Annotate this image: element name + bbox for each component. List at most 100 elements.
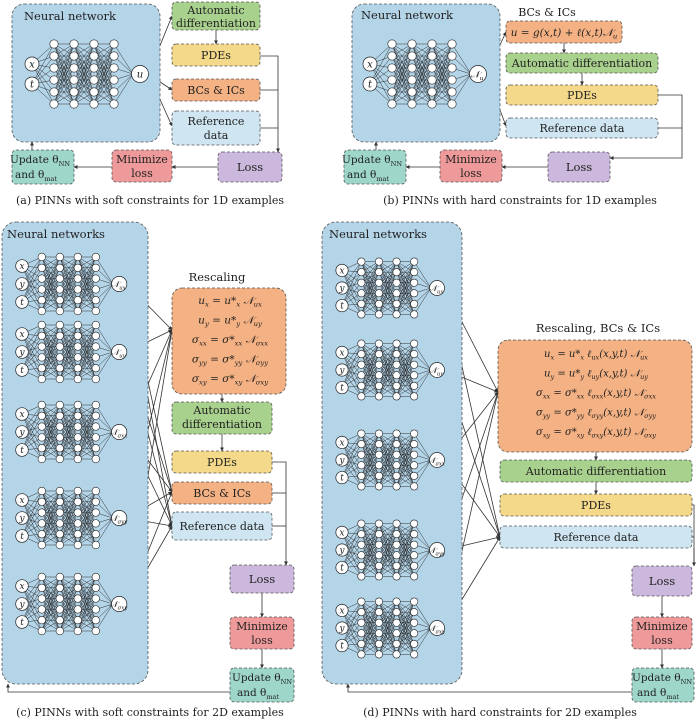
hidden-neuron xyxy=(357,310,366,319)
input-neuron xyxy=(335,299,349,313)
input-label-t: t xyxy=(340,642,344,652)
hidden-neuron xyxy=(357,257,366,266)
hidden-neuron xyxy=(109,99,119,109)
hidden-neuron xyxy=(73,364,82,373)
hidden-neuron xyxy=(91,342,100,351)
hidden-neuron xyxy=(427,87,437,97)
hidden-neuron xyxy=(410,440,419,449)
hidden-neuron xyxy=(37,296,46,305)
hidden-neuron xyxy=(357,289,366,298)
output-neuron xyxy=(111,595,128,612)
pdes-label-c: PDEs xyxy=(207,456,237,469)
caption-d: (d) PINNs with hard constraints for 2D e… xyxy=(363,706,637,719)
hidden-neuron xyxy=(91,411,100,420)
autodiff-label-b: Automatic differentiation xyxy=(511,57,653,70)
hidden-neuron xyxy=(392,392,401,401)
input-label-x: x xyxy=(19,262,24,272)
hidden-neuron xyxy=(37,285,46,294)
hidden-neuron xyxy=(357,461,366,470)
hidden-neuron xyxy=(89,39,99,49)
hidden-neuron xyxy=(357,450,366,459)
hidden-neuron xyxy=(55,296,64,305)
hidden-neuron xyxy=(410,310,419,319)
hidden-neuron xyxy=(91,572,100,582)
hidden-neuron xyxy=(357,519,366,528)
hidden-neuron xyxy=(91,422,100,431)
input-label-t: t xyxy=(20,446,24,456)
autodiff-box-c xyxy=(171,401,273,435)
edge-pdes-loss-c xyxy=(272,461,288,566)
minimize-box-c xyxy=(229,616,295,650)
hidden-neuron xyxy=(427,39,437,49)
bcs-box-b xyxy=(505,20,623,44)
update-box-b xyxy=(343,149,407,185)
hidden-neuron xyxy=(55,444,64,453)
loss-label-b: Loss xyxy=(566,160,592,174)
hidden-neuron xyxy=(73,508,82,517)
hidden-neuron xyxy=(49,39,59,49)
hidden-neuron xyxy=(37,519,46,528)
hidden-neuron xyxy=(357,350,366,359)
hidden-neuron xyxy=(73,422,82,431)
output-neuron xyxy=(111,344,128,361)
hidden-neuron xyxy=(37,263,46,272)
nn-panel-d xyxy=(321,221,463,685)
hidden-neuron xyxy=(37,274,46,283)
hidden-neuron xyxy=(37,374,46,384)
hidden-neuron xyxy=(55,374,64,384)
hidden-neuron xyxy=(37,508,46,517)
ref-label-a2: data xyxy=(204,129,229,142)
input-label-t: t xyxy=(20,298,24,308)
caption-c: (c) PINNs with soft constraints for 2D e… xyxy=(16,706,284,719)
hidden-neuron xyxy=(410,551,419,560)
hidden-neuron xyxy=(37,331,46,340)
hidden-neuron xyxy=(91,508,100,517)
hidden-neuron xyxy=(410,381,419,390)
edge-pdes-loss-b xyxy=(609,94,683,160)
hidden-neuron xyxy=(410,289,419,298)
input-neuron xyxy=(15,493,29,507)
bcs-eq-b: u = g(x,t) + ℓ(x,t)𝒩u​ xyxy=(511,27,618,41)
hidden-neuron xyxy=(73,616,82,625)
hidden-neuron xyxy=(357,471,366,480)
hidden-neuron xyxy=(55,353,64,362)
minimize-label-a2: loss xyxy=(131,167,153,180)
hidden-neuron xyxy=(410,450,419,459)
hidden-neuron xyxy=(387,75,397,85)
output-neuron xyxy=(111,276,128,293)
update-label-c2: and θmat xyxy=(237,687,279,701)
input-label-y: y xyxy=(18,600,25,610)
pdes-label-b: PDEs xyxy=(567,89,597,102)
network-c-4 xyxy=(15,486,128,550)
input-label-y: y xyxy=(18,428,25,438)
hidden-neuron xyxy=(55,530,64,539)
output-neuron xyxy=(429,542,445,558)
input-label-t: t xyxy=(340,302,344,312)
hidden-neuron xyxy=(357,482,366,491)
hidden-neuron xyxy=(410,572,419,581)
hidden-neuron xyxy=(374,339,383,348)
rescale-eq-c-3: σxx​ = σ*xx​ 𝒩σxx​ xyxy=(192,334,268,348)
hidden-neuron xyxy=(37,583,46,592)
hidden-neuron xyxy=(410,561,419,570)
hidden-neuron xyxy=(109,87,119,97)
update-label-a2: and θmat xyxy=(15,169,57,183)
loss-box-b xyxy=(547,151,611,183)
hidden-neuron xyxy=(357,429,366,438)
hidden-neuron xyxy=(410,608,419,617)
hidden-neuron xyxy=(407,39,417,49)
hidden-neuron xyxy=(37,616,46,625)
hidden-neuron xyxy=(410,299,419,308)
hidden-neuron xyxy=(392,371,401,380)
hidden-neuron xyxy=(374,299,383,308)
bcs-box-a xyxy=(171,78,261,102)
hidden-neuron xyxy=(37,411,46,420)
hidden-neuron xyxy=(37,433,46,442)
hidden-neuron xyxy=(91,285,100,294)
hidden-neuron xyxy=(37,540,46,550)
hidden-neuron xyxy=(73,540,82,550)
hidden-neuron xyxy=(73,320,82,330)
output-label: 𝒩ux xyxy=(111,280,126,291)
hidden-neuron xyxy=(109,51,119,61)
network-c-5 xyxy=(15,572,128,636)
